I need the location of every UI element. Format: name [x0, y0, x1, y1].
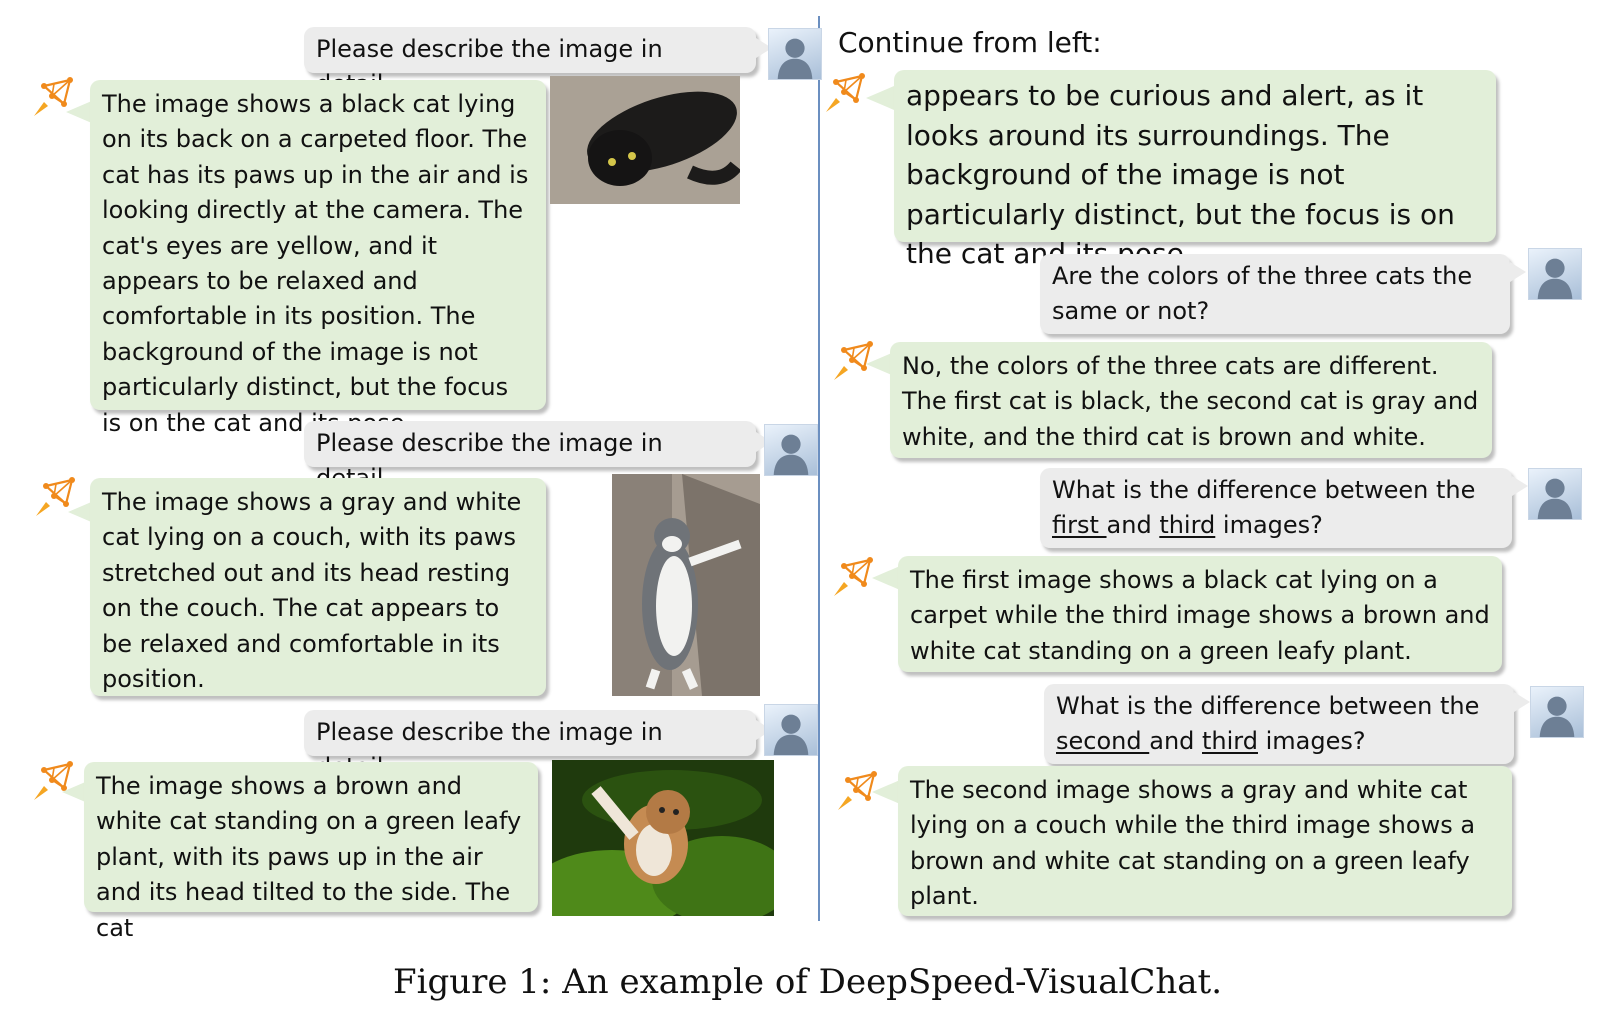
user-message-text: images?	[1215, 511, 1323, 540]
user-avatar-icon	[768, 28, 822, 80]
continue-label: Continue from left:	[838, 26, 1102, 59]
bot-message-text: The image shows a brown and white cat st…	[96, 772, 522, 942]
bot-logo-icon	[830, 556, 876, 600]
bot-bubble-tail	[872, 780, 900, 804]
user-message-text: and	[1106, 511, 1160, 540]
user-message-text: What is the difference between the	[1056, 692, 1480, 720]
user-avatar-icon	[1528, 468, 1582, 520]
user-message-3: Please describe the image in detail.	[304, 710, 756, 781]
bot-message-4: No, the colors of the three cats are dif…	[890, 342, 1492, 458]
user-message-1: Please describe the image in detail.	[304, 27, 756, 98]
bot-logo-icon	[822, 72, 868, 116]
bot-message-6: The second image shows a gray and white …	[898, 766, 1512, 916]
user-message-2: Please describe the image in detail.	[304, 421, 756, 492]
user-message-text: Are the colors of the three cats the sam…	[1052, 262, 1473, 326]
bot-message-text: The first image shows a black cat lying …	[910, 566, 1490, 665]
underlined-word: third	[1202, 727, 1258, 756]
bot-message-1: The image shows a black cat lying on its…	[90, 80, 546, 437]
gray-white-cat-photo	[612, 474, 760, 696]
user-bubble-tail	[1514, 692, 1530, 712]
bot-message-text: No, the colors of the three cats are dif…	[902, 352, 1479, 451]
black-cat-photo	[550, 76, 740, 204]
bot-bubble-tail	[866, 86, 894, 110]
bot-message-text: The image shows a black cat lying on its…	[102, 90, 529, 437]
figure-caption: Figure 1: An example of DeepSpeed-Visual…	[392, 962, 1222, 1002]
column-divider	[818, 16, 820, 921]
bot-bubble-tail	[872, 566, 900, 590]
user-avatar-icon	[764, 424, 818, 476]
bot-message-text: appears to be curious and alert, as it l…	[906, 79, 1455, 270]
bot-message-text: The second image shows a gray and white …	[910, 776, 1476, 911]
bot-message-text: The image shows a gray and white cat lyi…	[102, 488, 522, 694]
user-message-text: and	[1149, 727, 1203, 756]
user-message-text: Please describe the image in detail.	[316, 718, 663, 781]
brown-white-cat-photo	[552, 760, 774, 916]
bot-message-0: appears to be curious and alert, as it l…	[894, 70, 1496, 270]
bot-bubble-tail	[866, 352, 894, 376]
user-avatar-icon	[1528, 248, 1582, 300]
underlined-word: third	[1159, 511, 1216, 540]
user-avatar-icon	[1530, 686, 1584, 738]
user-avatar-icon	[764, 704, 818, 756]
underlined-word: second	[1056, 727, 1150, 756]
user-message-4: Are the colors of the three cats the sam…	[1040, 254, 1510, 334]
bot-message-2: The image shows a gray and white cat lyi…	[90, 478, 546, 696]
user-message-6: What is the difference between the secon…	[1044, 684, 1514, 764]
user-message-5: What is the difference between the first…	[1040, 468, 1512, 548]
user-bubble-tail	[1512, 476, 1528, 496]
user-message-text: What is the difference between the	[1052, 476, 1476, 504]
user-message-text: images?	[1257, 727, 1366, 756]
bot-bubble-tail	[66, 100, 94, 124]
bot-message-3: The image shows a brown and white cat st…	[84, 762, 538, 942]
user-bubble-tail	[1510, 262, 1526, 282]
underlined-word: first	[1052, 511, 1107, 540]
bot-message-5: The first image shows a black cat lying …	[898, 556, 1502, 672]
